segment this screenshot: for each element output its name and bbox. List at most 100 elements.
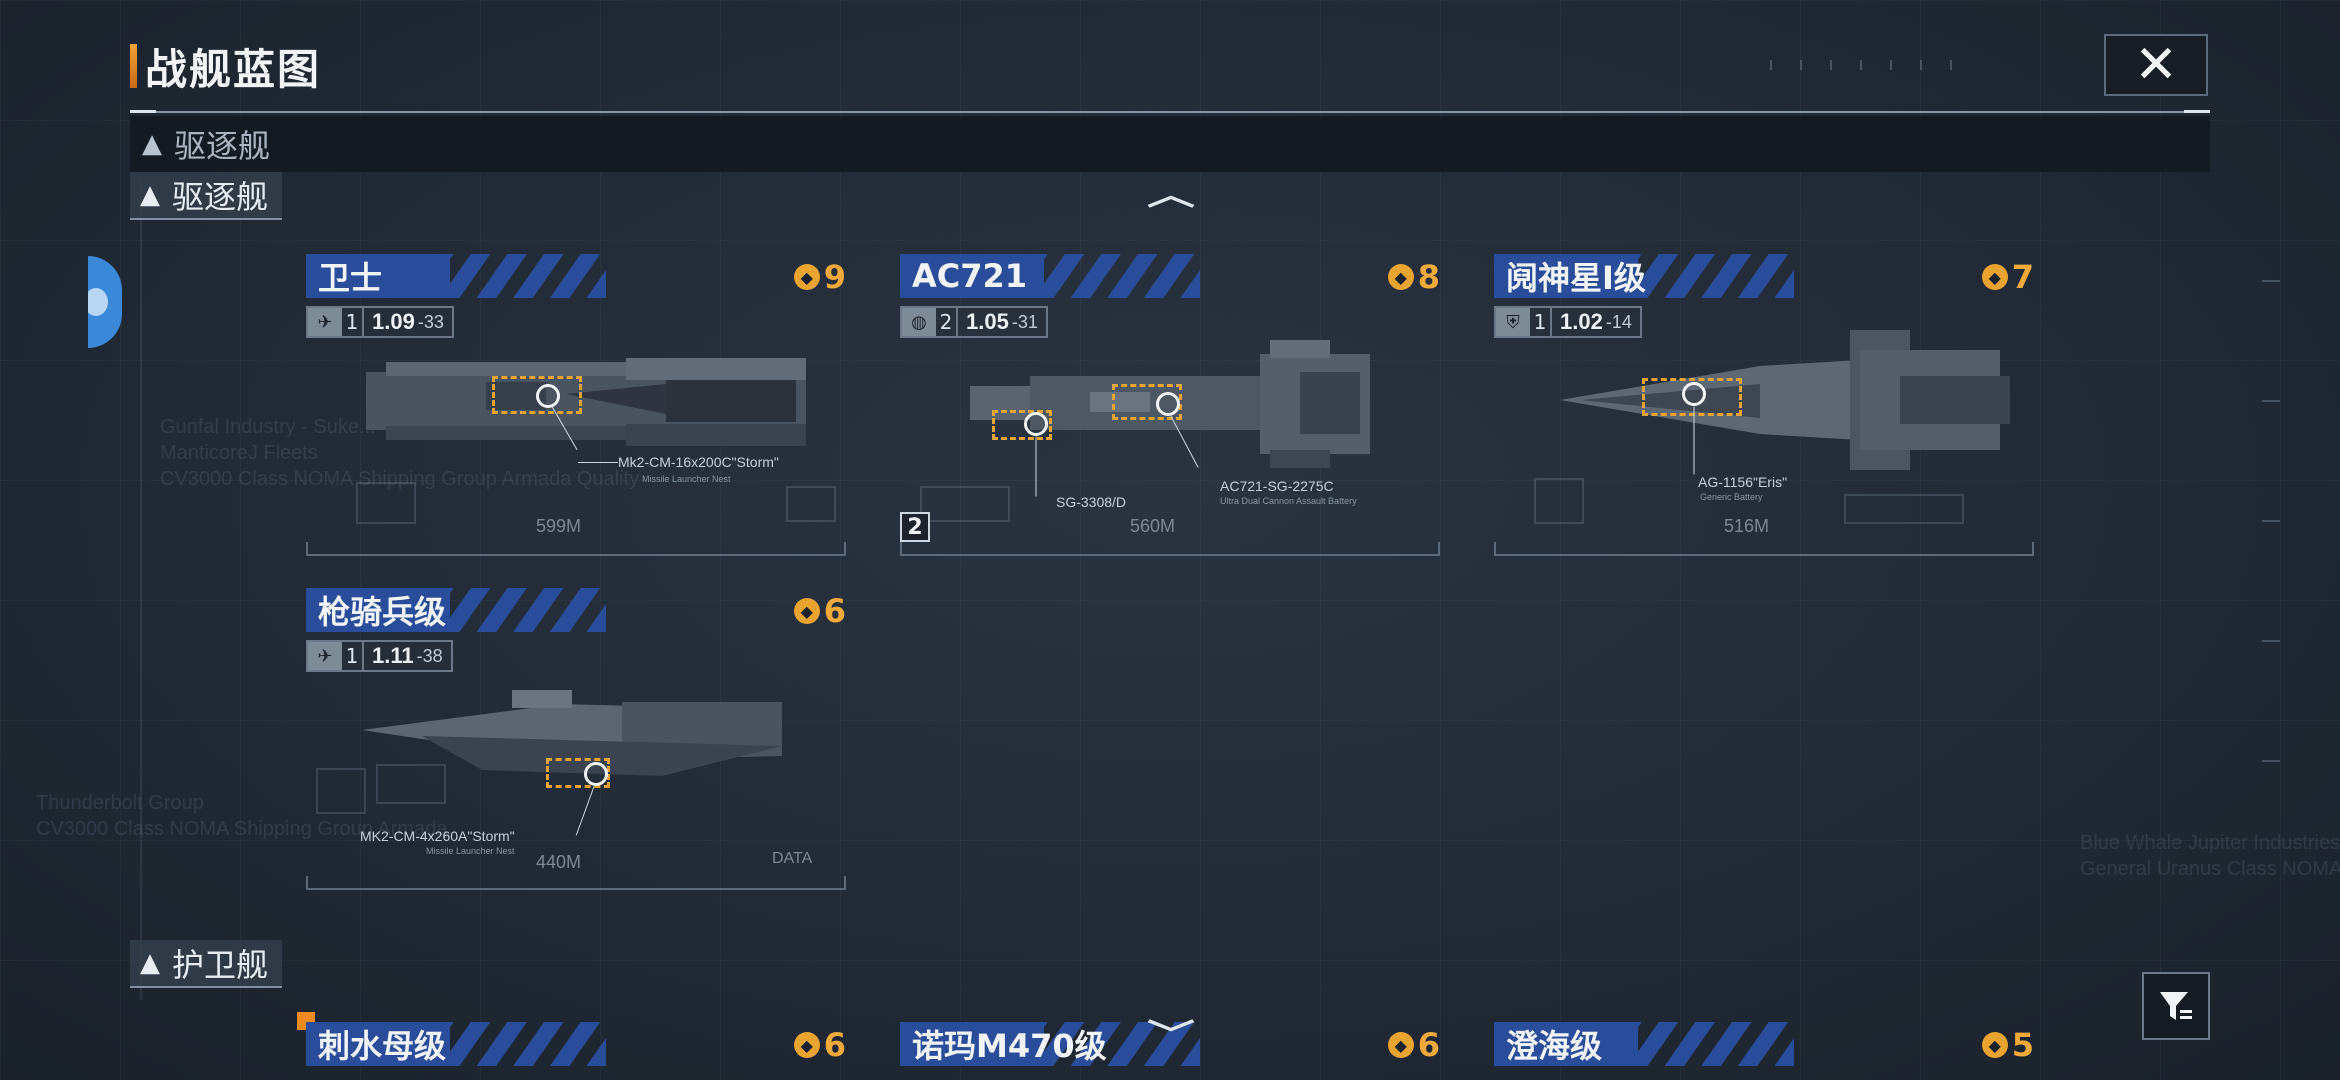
cost-value: 6 (1417, 1026, 1440, 1064)
ship-silhouette (970, 340, 1370, 468)
collapse-arrow-icon: ▲ (140, 948, 160, 978)
selection-frame (546, 758, 610, 788)
header-divider-cap (2184, 110, 2210, 113)
stat-tier: 1 (342, 642, 364, 670)
selection-frame (992, 410, 1052, 440)
ship-name: 诺玛M470级 (912, 1027, 1107, 1065)
selection-frame (1112, 384, 1182, 420)
ship-cost: ◆ 9 (793, 258, 846, 296)
close-button[interactable]: ✕ (2104, 34, 2208, 96)
section-label: 护卫舰 (172, 946, 269, 984)
ship-card-header: AC721 (900, 254, 1200, 298)
ship-cost: ◆ 8 (1387, 258, 1440, 296)
ship-silhouette (366, 358, 806, 446)
selection-frame (492, 376, 582, 414)
header-divider (130, 111, 2210, 113)
ship-card[interactable]: 澄海级 ◆ 5 (1494, 1022, 2042, 1080)
ship-length: 440M (536, 852, 582, 872)
ship-name: 澄海级 (1506, 1027, 1603, 1065)
scale-baseline (306, 876, 846, 890)
ghost-outline (1844, 494, 1964, 524)
background-text: Blue Whale Jupiter Industries General Ur… (2080, 832, 2340, 880)
ship-card[interactable]: 阋神星I级 ◆ 7 ⛨ 1 1.02-14 AG-1156"Eris" Gene… (1494, 254, 2042, 564)
top-ruler (1770, 60, 1970, 70)
cost-icon: ◆ (793, 1032, 820, 1058)
ship-card-header: 诺玛M470级 (900, 1022, 1200, 1066)
hardpoint-marker (1156, 392, 1180, 416)
ship-card[interactable]: 刺水母级 ◆ 6 (306, 1022, 854, 1080)
leader-line (578, 462, 618, 463)
ghost-outline (316, 768, 366, 814)
weapon-subtitle: Missile Launcher Nest (426, 846, 515, 856)
cost-icon: ◆ (1981, 1032, 2008, 1058)
page-title: 战舰蓝图 (130, 42, 321, 94)
left-rule (140, 180, 142, 1000)
ship-card[interactable]: 诺玛M470级 ◆ 6 (900, 1022, 1448, 1080)
side-drawer-handle[interactable] (88, 256, 122, 348)
cost-icon: ◆ (793, 598, 820, 624)
weapon-label: MK2-CM-4x260A"Storm" (360, 828, 515, 844)
scale-baseline (900, 542, 1440, 556)
leader-line (1693, 406, 1695, 475)
header-divider-cap (130, 110, 156, 113)
weapon-label: AG-1156"Eris" (1698, 474, 1788, 490)
ship-name: 枪骑兵级 (318, 593, 447, 631)
ghost-outline (920, 486, 1010, 522)
ship-name: AC721 (912, 257, 1028, 295)
ship-silhouette (1560, 330, 2010, 470)
ship-card[interactable]: 枪骑兵级 ◆ 6 ✈ 1 1.11-38 MK2-CM-4x260A"Storm… (306, 588, 854, 898)
scale-baseline (1494, 542, 2034, 556)
stat-value: 1.11-38 (364, 642, 451, 670)
section-tab-destroyer[interactable]: ▲ 驱逐舰 (130, 172, 283, 220)
scroll-up-icon[interactable]: ︿ (1147, 178, 1195, 213)
ship-name: 卫士 (318, 259, 383, 297)
stat-main: 1.05 (966, 309, 1009, 334)
shield-icon: ⛨ (1496, 308, 1530, 336)
section-tab-frigate[interactable]: ▲ 护卫舰 (130, 940, 283, 988)
cost-value: 6 (823, 1026, 846, 1064)
filter-button[interactable] (2142, 972, 2210, 1040)
ship-cost: ◆ 6 (793, 592, 846, 630)
cost-value: 7 (2011, 258, 2034, 296)
count-badge: 2 (900, 512, 930, 542)
ship-card[interactable]: AC721 ◆ 8 ◍ 2 1.05-31 SG-3308/D AC721-SG… (900, 254, 1448, 564)
filter-icon (2160, 992, 2192, 1020)
ship-silhouette (362, 690, 782, 776)
ghost-outline (376, 764, 446, 804)
cost-value: 9 (823, 258, 846, 296)
ship-card[interactable]: 卫士 ◆ 9 ✈ 1 1.09-33 Mk2-CM-16x200C"Storm"… (306, 254, 854, 564)
ship-stats: ✈ 1 1.09-33 (306, 306, 454, 338)
ship-card-header: 澄海级 (1494, 1022, 1794, 1066)
jet-icon: ✈ (308, 642, 342, 670)
ship-card-header: 阋神星I级 (1494, 254, 1794, 298)
cost-icon: ◆ (1981, 264, 2008, 290)
leader-line (575, 786, 595, 836)
cost-icon: ◆ (1387, 264, 1414, 290)
stat-value: 1.05-31 (958, 308, 1046, 336)
weapon-subtitle: Ultra Dual Cannon Assault Battery (1220, 496, 1357, 506)
background-text: Thunderbolt Group CV3000 Class NOMA Ship… (36, 792, 448, 840)
ship-stats: ⛨ 1 1.02-14 (1494, 306, 1642, 338)
weapon-label: Mk2-CM-16x200C"Storm" (618, 454, 779, 470)
category-bar[interactable]: ▲ 驱逐舰 (130, 116, 2210, 172)
new-indicator (297, 1012, 315, 1030)
weapon-subtitle: Missile Launcher Nest (642, 474, 731, 484)
stat-sub: -14 (1605, 311, 1632, 332)
leader-line (1035, 436, 1037, 497)
section-label: 驱逐舰 (172, 178, 269, 216)
background-text: Gunfal Industry - Suke... ManticoreJ Fle… (160, 416, 640, 490)
weapon-subtitle: Generic Battery (1700, 492, 1763, 502)
stat-main: 1.11 (372, 643, 414, 668)
stat-sub: -38 (416, 645, 443, 666)
ship-length: 560M (1130, 516, 1176, 536)
weapon-label: SG-3308/D (1056, 494, 1127, 510)
right-ruler (2262, 280, 2280, 880)
ghost-outline (786, 486, 836, 522)
hardpoint-marker (584, 762, 608, 786)
ship-cost: ◆ 7 (1981, 258, 2034, 296)
page-title-text: 战舰蓝图 (145, 44, 322, 94)
scroll-down-icon[interactable]: ﹀ (1147, 1018, 1195, 1053)
cost-icon: ◆ (1387, 1032, 1414, 1058)
ship-name: 阋神星I级 (1506, 259, 1646, 297)
title-accent (130, 44, 137, 88)
